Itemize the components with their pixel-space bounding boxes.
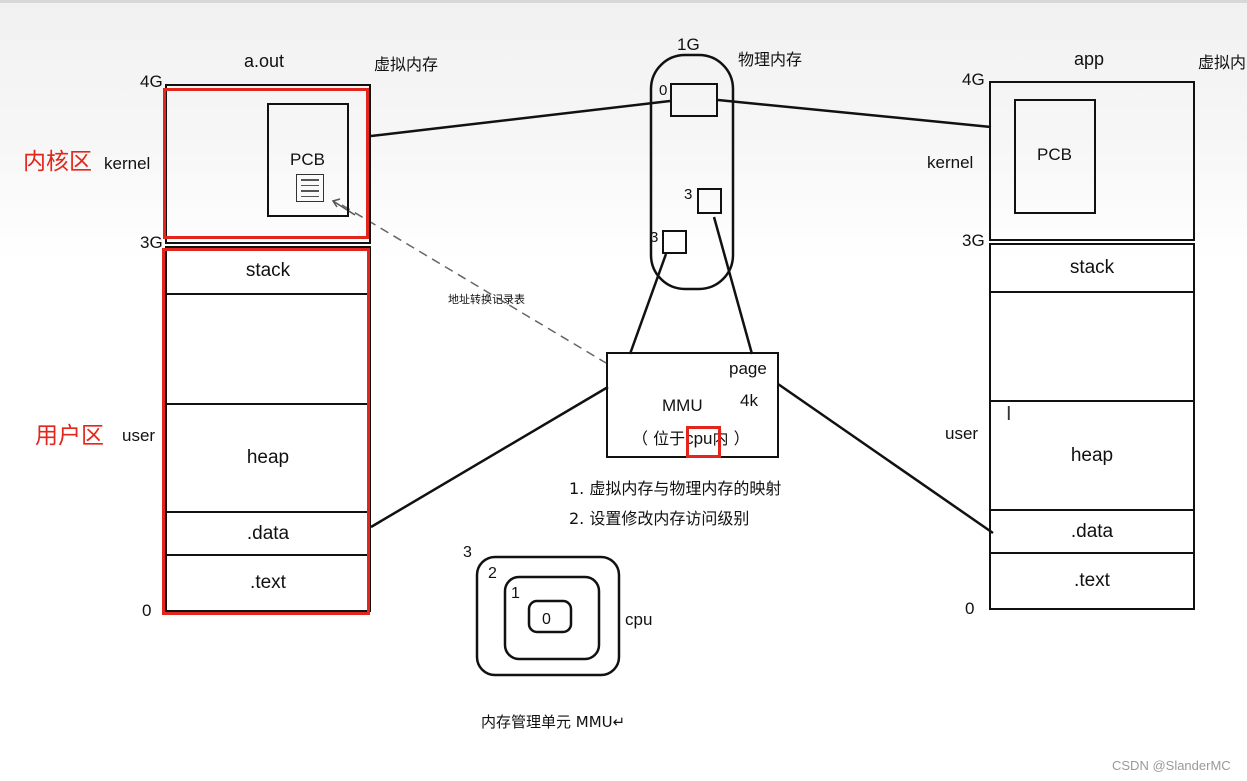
right-kernel-label: kernel — [927, 153, 974, 172]
left-mark-0: 0 — [142, 601, 152, 620]
mmu-location: （ 位于cpu内 ） — [632, 430, 750, 447]
right-pcb-box — [1014, 99, 1096, 214]
mmu-name: MMU — [662, 396, 703, 415]
right-space-title: app — [1074, 49, 1105, 69]
left-space-title: a.out — [244, 51, 285, 71]
user-highlight-box — [162, 248, 370, 615]
ring-level-3: 3 — [463, 544, 472, 561]
ring-level-1: 1 — [511, 585, 520, 602]
right-segment-gap — [989, 293, 1195, 402]
right-mark-0: 0 — [965, 599, 975, 618]
left-segment-stack: stack — [165, 248, 371, 295]
rings-cpu-label: cpu — [625, 610, 653, 629]
physical-zero: 0 — [659, 82, 668, 99]
mmu-page-label: page — [729, 359, 767, 378]
physical-subtitle: 物理内存 — [738, 50, 803, 69]
mmu-caption: 内存管理单元 MMU↵ — [481, 713, 626, 731]
left-segment-heap: heap — [165, 405, 371, 513]
right-segment-heap: heap — [989, 402, 1195, 511]
right-user-area — [989, 243, 1195, 610]
left-space-subtitle: 虚拟内存 — [374, 55, 439, 74]
mmu-function-2: 2. 设置修改内存访问级别 — [569, 509, 750, 528]
mmu-page-size: 4k — [740, 391, 758, 410]
mmu-function-1: 1. 虚拟内存与物理内存的映射 — [569, 479, 782, 498]
left-pcb-box — [267, 103, 349, 217]
mmu-location-cpu: cpu — [685, 429, 713, 448]
left-segment-gap — [165, 295, 371, 405]
physical-three-b: 3 — [650, 229, 659, 246]
right-pcb-label: PCB — [1037, 145, 1072, 164]
left-mark-3g: 3G — [140, 233, 163, 252]
left-kernel-area — [165, 84, 371, 244]
left-user-area — [165, 246, 371, 612]
right-kernel-area — [989, 81, 1195, 241]
left-user-label: user — [122, 426, 156, 445]
right-mark-3g: 3G — [962, 231, 985, 250]
right-mark-4g: 4G — [962, 70, 985, 89]
right-segment-stack: stack — [989, 245, 1195, 293]
right-segment-data: .data — [989, 511, 1195, 554]
physical-three-a: 3 — [684, 186, 693, 203]
right-user-label: user — [945, 424, 979, 443]
left-pcb-label: PCB — [290, 150, 325, 169]
text-cursor-icon: I — [1006, 403, 1012, 425]
translation-table-note: 地址转换记录表 — [448, 293, 525, 306]
ring-level-0: 0 — [542, 611, 551, 628]
left-kernel-label: kernel — [104, 154, 151, 173]
cpu-highlight-box — [686, 426, 721, 458]
right-space-subtitle: 虚拟内 — [1198, 53, 1247, 72]
top-border — [0, 0, 1247, 3]
user-region-label: 用户区 — [35, 423, 104, 449]
physical-page-kernel — [670, 83, 718, 117]
physical-page-a — [697, 188, 722, 214]
right-segment-text: .text — [1074, 570, 1110, 591]
ring-level-2: 2 — [488, 565, 497, 582]
mmu-location-suffix: 内 ） — [712, 429, 750, 448]
table-document-icon — [296, 174, 324, 202]
physical-title: 1G — [677, 35, 700, 54]
left-segment-text: .text — [250, 572, 286, 593]
kernel-region-label: 内核区 — [23, 149, 92, 175]
mmu-location-prefix: （ 位于 — [632, 429, 686, 448]
kernel-highlight-box — [163, 88, 369, 239]
physical-page-b — [662, 230, 687, 254]
left-mark-4g: 4G — [140, 72, 163, 91]
watermark: CSDN @SlanderMC — [1112, 758, 1231, 773]
left-segment-data: .data — [165, 513, 371, 556]
